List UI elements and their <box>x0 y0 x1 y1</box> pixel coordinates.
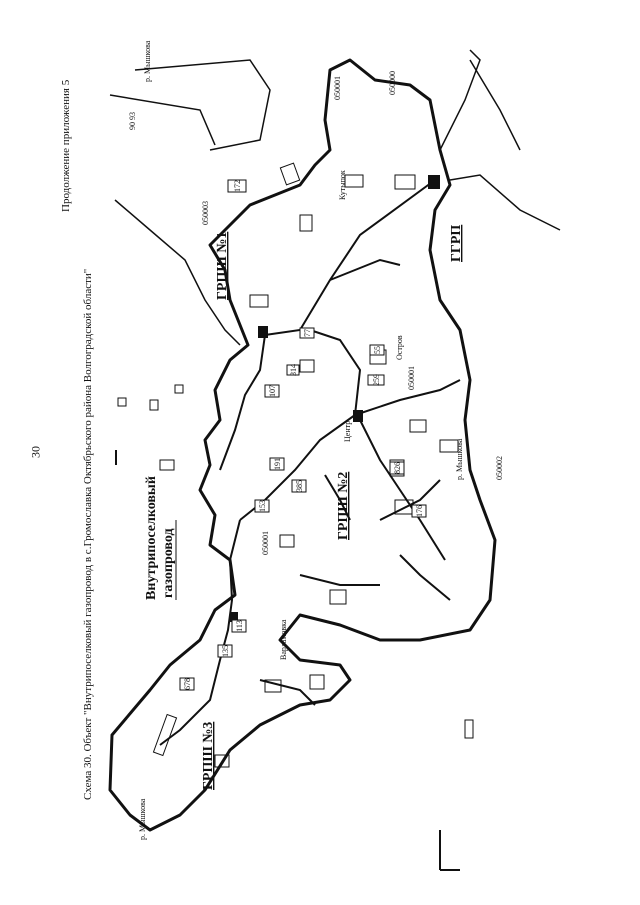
place-kutupok: Кутыпок <box>338 170 347 200</box>
place-ostrov: Остров <box>395 335 404 360</box>
place-varlamovka: Варламовка <box>279 619 288 660</box>
parcel-113: 113 <box>235 620 244 632</box>
edge-features <box>109 49 561 346</box>
parcel-826: 826 <box>393 462 402 474</box>
river-label-3: р. Мышкова <box>143 40 152 82</box>
parcel-314: 314 <box>289 364 298 376</box>
parcel-107: 107 <box>268 385 277 397</box>
parcel-172: 172 <box>233 180 242 192</box>
river-label-2: р. Мышкова <box>455 438 464 480</box>
grp-marker <box>428 175 440 189</box>
code-9093: 90 93 <box>128 112 137 130</box>
grpsh3-marker <box>230 612 238 622</box>
map-title-line1: Внутрипоселковый <box>144 476 159 600</box>
grpsh3-label: ГРПШ №3 <box>201 722 216 790</box>
parcel-135: 135 <box>221 645 230 657</box>
parcel-55: 55 <box>373 346 382 354</box>
code-050002: 050002 <box>495 456 504 480</box>
code-050001a: 050001 <box>261 531 270 555</box>
grpsh2-marker <box>353 410 363 422</box>
left-margin-marks <box>115 450 460 871</box>
buildings <box>117 162 474 768</box>
settlement-outline <box>108 58 497 832</box>
code-050001b: 050001 <box>407 366 416 390</box>
grpsh2-label: ГРПШ №2 <box>336 472 351 540</box>
code-050001c: 050001 <box>333 76 342 100</box>
parcel-385: 385 <box>295 480 304 492</box>
map-labels: Внутрипоселковый газопровод ГРПШ №1 ГРПШ… <box>128 40 504 840</box>
parcel-153: 153 <box>258 500 267 512</box>
map-title-line2: газопровод <box>161 528 176 598</box>
code-050003: 050003 <box>201 201 210 225</box>
grp-label: ГГРП <box>449 225 464 262</box>
parcel-191: 191 <box>273 458 282 470</box>
parcel-77: 77 <box>303 329 312 337</box>
parcel-boxes: 172 77 55 259 107 191 385 153 826 176 11… <box>179 179 427 691</box>
place-center: Центр <box>343 421 352 442</box>
river-label-1: р. Мышкова <box>138 798 147 840</box>
code-050000: 050000 <box>388 71 397 95</box>
grpsh1-label: ГРПШ №1 <box>215 232 230 300</box>
parcel-678: 678 <box>183 678 192 690</box>
parcel-259: 259 <box>372 374 381 386</box>
grpsh1-marker <box>258 326 268 338</box>
parcel-176: 176 <box>415 505 424 517</box>
gas-stations <box>230 175 440 622</box>
